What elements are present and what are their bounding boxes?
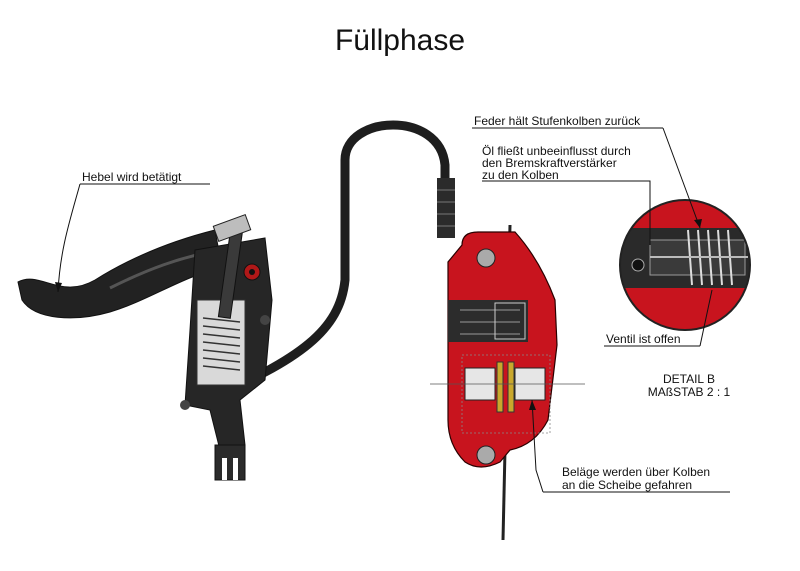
detail-b-view [620, 200, 750, 330]
label-detail: DETAIL B [662, 372, 715, 386]
caliper-bolt-bottom [476, 445, 496, 465]
page-title: Füllphase [334, 24, 466, 57]
caliper-body [447, 231, 558, 468]
brake-hose [200, 120, 450, 405]
label-valve: Ventil ist offen [606, 332, 681, 346]
label-spring: Feder hält Stufenkolben zurück [474, 114, 641, 128]
brake-pad-left [496, 361, 504, 413]
leader-oil [482, 180, 651, 245]
label-pads-line2: an die Scheibe gefahren [562, 478, 693, 492]
master-spring [202, 317, 241, 371]
label-pads-line1: Beläge werden über Kolben [562, 465, 711, 479]
label-lever: Hebel wird betätigt [82, 170, 182, 184]
brake-pad-right [507, 361, 515, 413]
label-oil-line1: Öl fließt unbeeinflusst durch [482, 144, 631, 158]
label-oil-line2: den Bremskraftverstärker [482, 156, 617, 170]
hose-fitting [437, 178, 455, 238]
label-scale: MAßSTAB 2 : 1 [647, 385, 731, 399]
handlebar-clamp [214, 444, 246, 481]
caliper-bolt-top [476, 248, 496, 268]
label-oil-line3: zu den Kolben [482, 168, 559, 182]
